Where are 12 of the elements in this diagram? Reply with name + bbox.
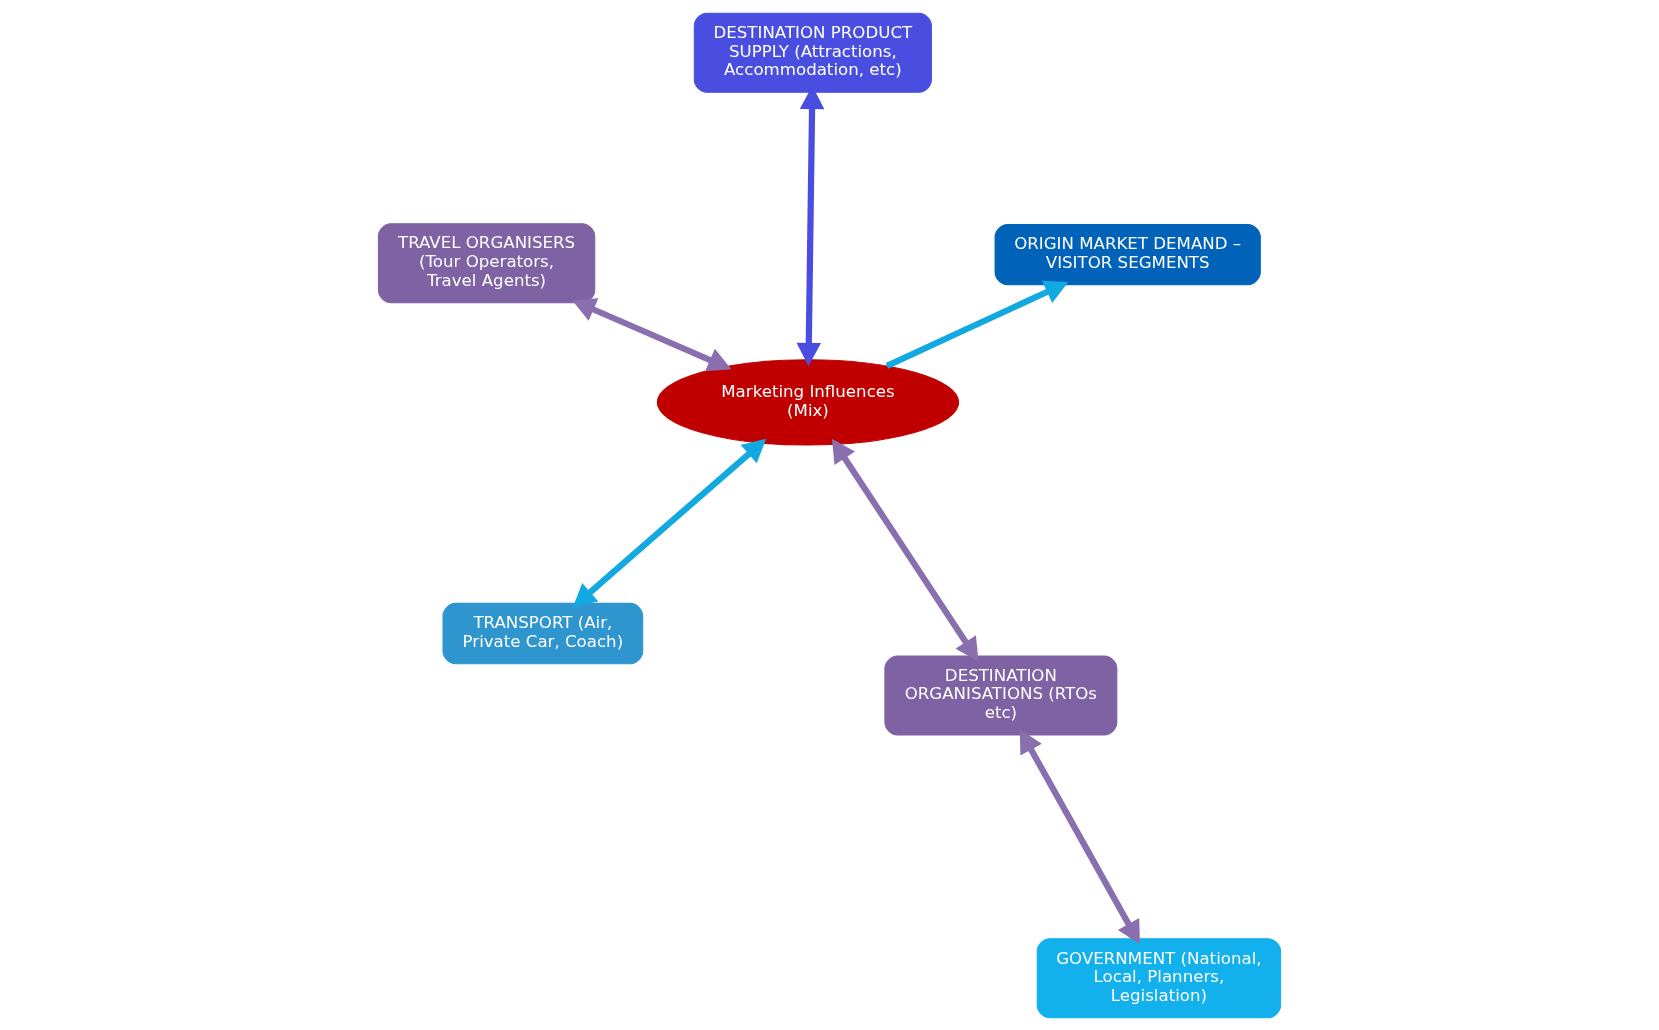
node-ellipse: Marketing Influences (Mix): [656, 358, 960, 446]
node-box: GOVERNMENT (National, Local, Planners, Legislation): [1036, 937, 1282, 1018]
node-box: DESTINATION ORGANISATIONS (RTOs etc): [884, 654, 1118, 735]
node-box: TRANSPORT (Air, Private Car, Coach): [442, 602, 644, 664]
node-box: ORIGIN MARKET DEMAND – VISITOR SEGMENTS: [994, 223, 1261, 285]
arrow: [1019, 728, 1140, 944]
arrow: [572, 297, 732, 371]
arrow: [831, 438, 979, 661]
node-box: DESTINATION PRODUCT SUPPLY (Attractions, Accommodation, etc): [693, 12, 932, 93]
node-box: TRAVEL ORGANISERS (Tour Operators, Travel Agents): [377, 222, 596, 303]
arrow: [572, 438, 767, 607]
arrow: [885, 280, 1069, 369]
